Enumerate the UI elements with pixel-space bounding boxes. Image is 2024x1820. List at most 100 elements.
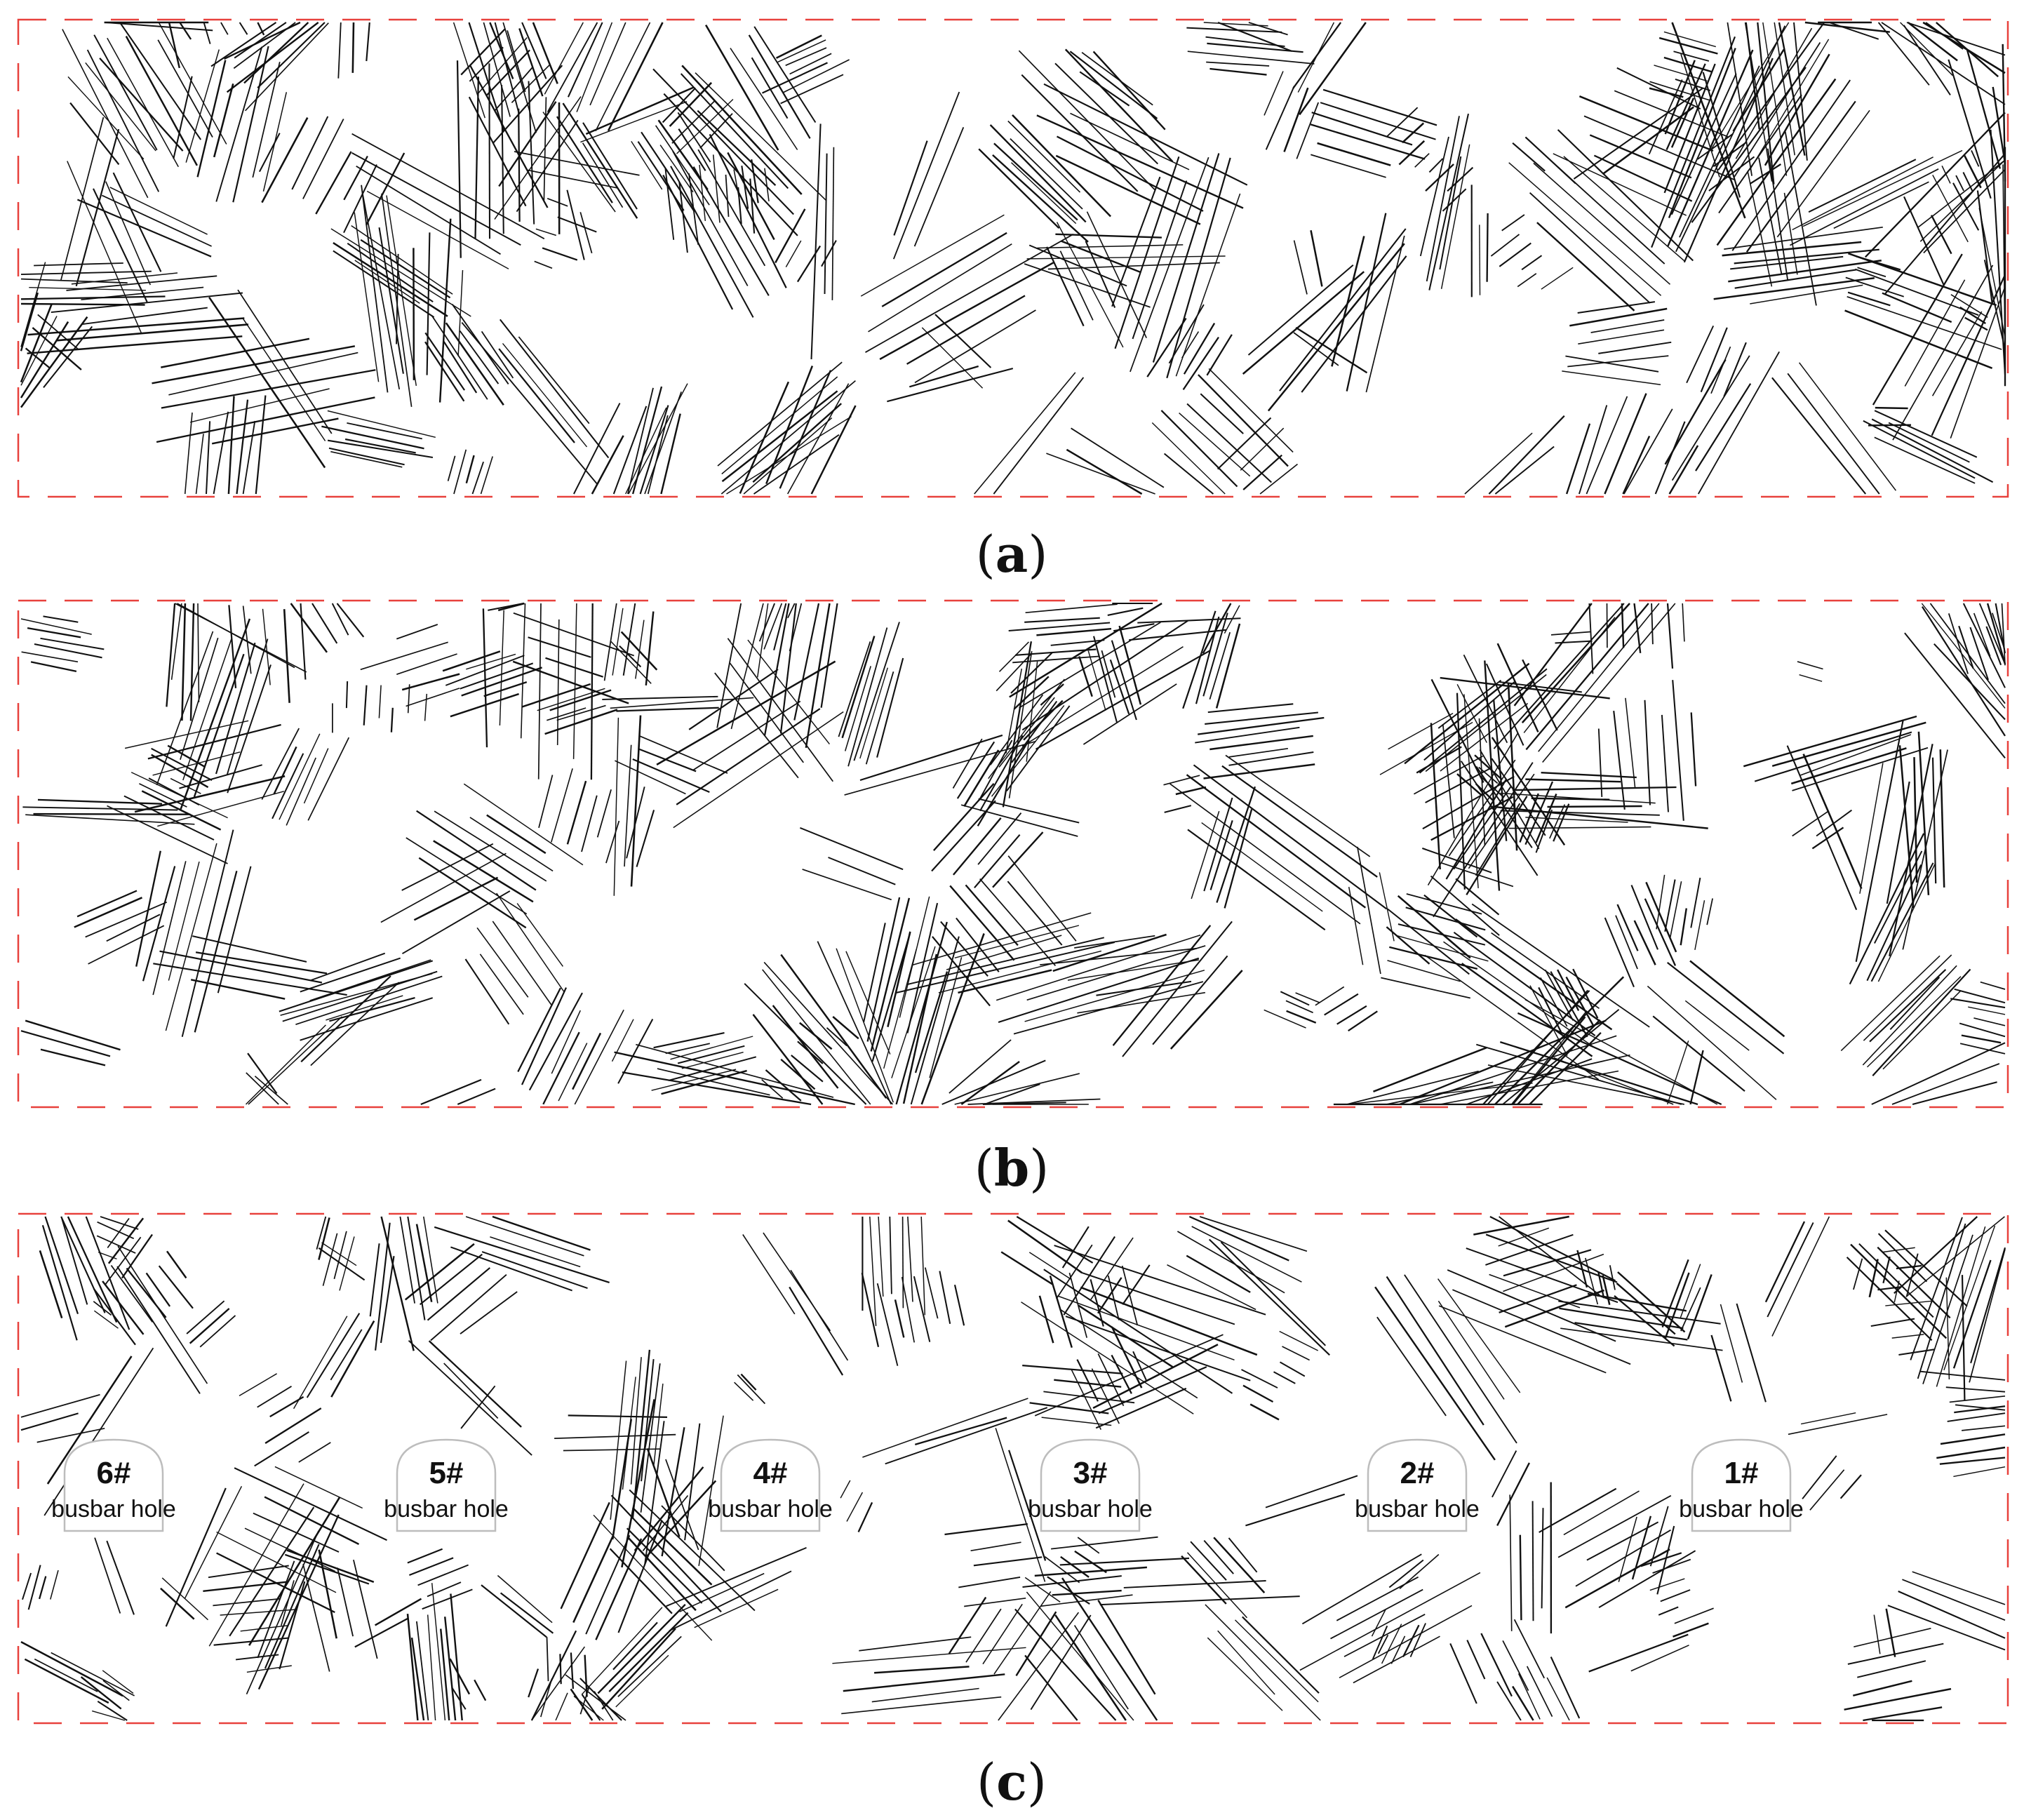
fracture-trace xyxy=(1414,153,1430,168)
fracture-trace xyxy=(1011,162,1077,225)
fracture-trace xyxy=(1588,603,1594,674)
fracture-trace xyxy=(556,116,613,203)
fracture-trace xyxy=(1792,156,1933,231)
fracture-trace xyxy=(93,1310,119,1329)
fracture-trace xyxy=(237,289,333,434)
fracture-trace xyxy=(1922,1234,1973,1384)
fracture-trace xyxy=(112,172,162,272)
fracture-trace xyxy=(1208,1238,1330,1356)
fracture-trace xyxy=(445,322,504,406)
fracture-trace xyxy=(1743,715,1917,768)
fracture-trace xyxy=(846,1492,864,1522)
fracture-trace xyxy=(1397,895,1471,959)
fracture-trace xyxy=(528,636,591,658)
fracture-trace xyxy=(196,60,227,178)
fracture-trace xyxy=(302,119,344,199)
fracture-trace xyxy=(186,1300,225,1334)
fracture-trace xyxy=(613,717,619,896)
fracture-trace xyxy=(21,651,79,663)
fracture-trace xyxy=(1541,267,1574,290)
fracture-trace xyxy=(1022,1364,1123,1374)
fracture-trace xyxy=(189,1308,230,1344)
fracture-trace xyxy=(479,954,524,1015)
fracture-trace xyxy=(1512,1016,1586,1105)
fracture-trace xyxy=(914,971,949,1073)
fracture-trace xyxy=(517,987,561,1073)
fracture-trace xyxy=(88,925,165,965)
fracture-trace xyxy=(1490,234,1520,257)
fracture-trace xyxy=(1376,1316,1447,1417)
fracture-trace xyxy=(979,878,1057,966)
fracture-trace xyxy=(556,704,606,721)
fracture-trace xyxy=(1207,1637,1283,1711)
fracture-trace xyxy=(1667,962,1785,1055)
fracture-trace xyxy=(1501,214,1525,232)
fracture-trace xyxy=(1912,1571,2006,1605)
fracture-trace xyxy=(22,1572,32,1600)
fracture-trace xyxy=(1532,1501,1534,1621)
fracture-trace xyxy=(1577,301,1656,314)
fracture-trace xyxy=(69,102,120,166)
fracture-trace xyxy=(751,159,759,203)
fracture-trace xyxy=(261,728,300,800)
fracture-trace xyxy=(1969,627,1989,681)
fracture-trace xyxy=(1101,650,1116,698)
fracture-trace xyxy=(1498,1227,1550,1247)
fracture-trace xyxy=(1896,1264,1922,1270)
fracture-trace xyxy=(1593,154,1693,202)
fracture-trace xyxy=(507,30,526,93)
fracture-trace xyxy=(168,22,180,69)
fracture-trace xyxy=(227,396,235,495)
fracture-trace xyxy=(407,684,410,714)
fracture-trace xyxy=(498,348,575,443)
fracture-trace xyxy=(664,168,675,240)
fracture-trace xyxy=(1898,1591,2006,1639)
fracture-trace xyxy=(354,260,420,305)
fracture-trace xyxy=(453,449,467,495)
fracture-trace xyxy=(949,885,1015,961)
fracture-trace xyxy=(25,347,51,368)
fracture-trace xyxy=(1565,355,1659,373)
fracture-trace xyxy=(1181,331,1200,359)
fracture-trace xyxy=(974,834,1021,888)
fracture-trace xyxy=(1242,271,1365,375)
fracture-trace xyxy=(119,22,202,140)
fracture-trace xyxy=(557,216,597,233)
fracture-trace xyxy=(576,22,613,112)
fracture-trace xyxy=(60,1216,106,1313)
fracture-trace xyxy=(236,399,249,495)
fracture-trace xyxy=(1644,700,1651,805)
fracture-trace xyxy=(27,1565,41,1610)
fracture-trace xyxy=(44,1216,79,1315)
fracture-trace xyxy=(948,1596,987,1654)
fracture-trace xyxy=(217,866,252,993)
fracture-trace xyxy=(1453,786,1512,870)
fracture-trace xyxy=(20,1030,111,1057)
fracture-trace xyxy=(763,603,790,736)
fracture-trace xyxy=(609,1548,673,1614)
fracture-trace xyxy=(279,1581,306,1670)
fracture-trace xyxy=(638,735,728,774)
fracture-trace xyxy=(1069,51,1158,119)
fracture-trace xyxy=(1950,998,2006,1009)
fracture-trace xyxy=(537,688,605,711)
fracture-trace xyxy=(1013,981,1204,1035)
fracture-trace xyxy=(1499,242,1532,267)
fracture-trace xyxy=(1689,960,1785,1038)
fracture-trace xyxy=(1224,605,1240,634)
fracture-trace xyxy=(490,1236,581,1268)
fracture-trace xyxy=(1903,25,1951,95)
fracture-trace xyxy=(1976,190,1993,305)
fracture-trace xyxy=(124,720,249,749)
fracture-trace xyxy=(1783,192,1798,275)
fracture-trace xyxy=(1186,1254,1251,1293)
fracture-trace xyxy=(1215,623,1241,709)
fracture-trace xyxy=(329,997,415,1022)
fracture-trace xyxy=(1074,935,1155,949)
fracture-trace xyxy=(883,949,917,1069)
fracture-trace xyxy=(242,605,252,674)
fracture-trace xyxy=(1416,746,1462,774)
fracture-trace xyxy=(765,366,814,485)
busbar-hole-name: busbar hole xyxy=(384,1496,509,1523)
fracture-trace xyxy=(626,787,645,859)
